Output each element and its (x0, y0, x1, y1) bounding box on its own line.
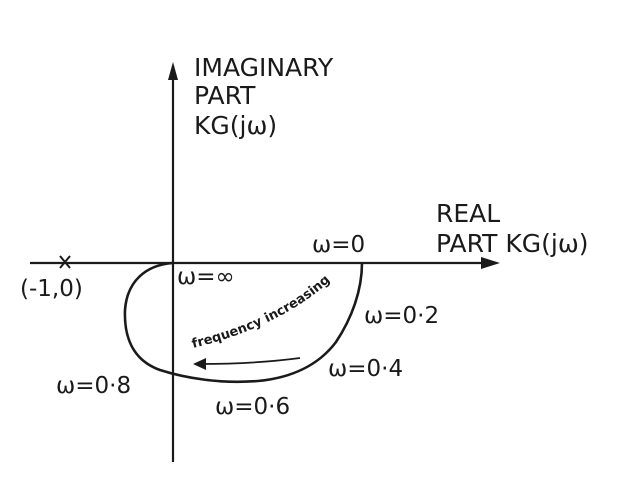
omega-0-8-label: ω=0·8 (56, 373, 131, 399)
omega-0-6-label: ω=0·6 (215, 394, 290, 420)
imaginary-axis-label-line3: KG(jω) (194, 111, 277, 140)
frequency-arrow (199, 357, 301, 365)
nyquist-locus (123, 261, 364, 384)
real-axis-arrowhead (481, 257, 500, 269)
imaginary-axis-arrowhead (168, 62, 178, 80)
critical-point-label: (-1,0) (20, 276, 83, 302)
omega-0-4-label: ω=0·4 (328, 356, 403, 382)
imaginary-axis-label-line2: PART (194, 81, 256, 110)
omega-0-2-label: ω=0·2 (364, 303, 439, 329)
frequency-arrowhead (193, 358, 206, 370)
critical-point-marker (59, 255, 71, 269)
imaginary-axis-label-line1: IMAGINARY (194, 53, 334, 82)
omega-0-label: ω=0 (312, 232, 365, 258)
omega-infinity-label: ω=∞ (177, 264, 235, 290)
real-axis-label-line2: PART KG(jω) (436, 229, 589, 258)
real-axis-label-line1: REAL (436, 199, 500, 228)
